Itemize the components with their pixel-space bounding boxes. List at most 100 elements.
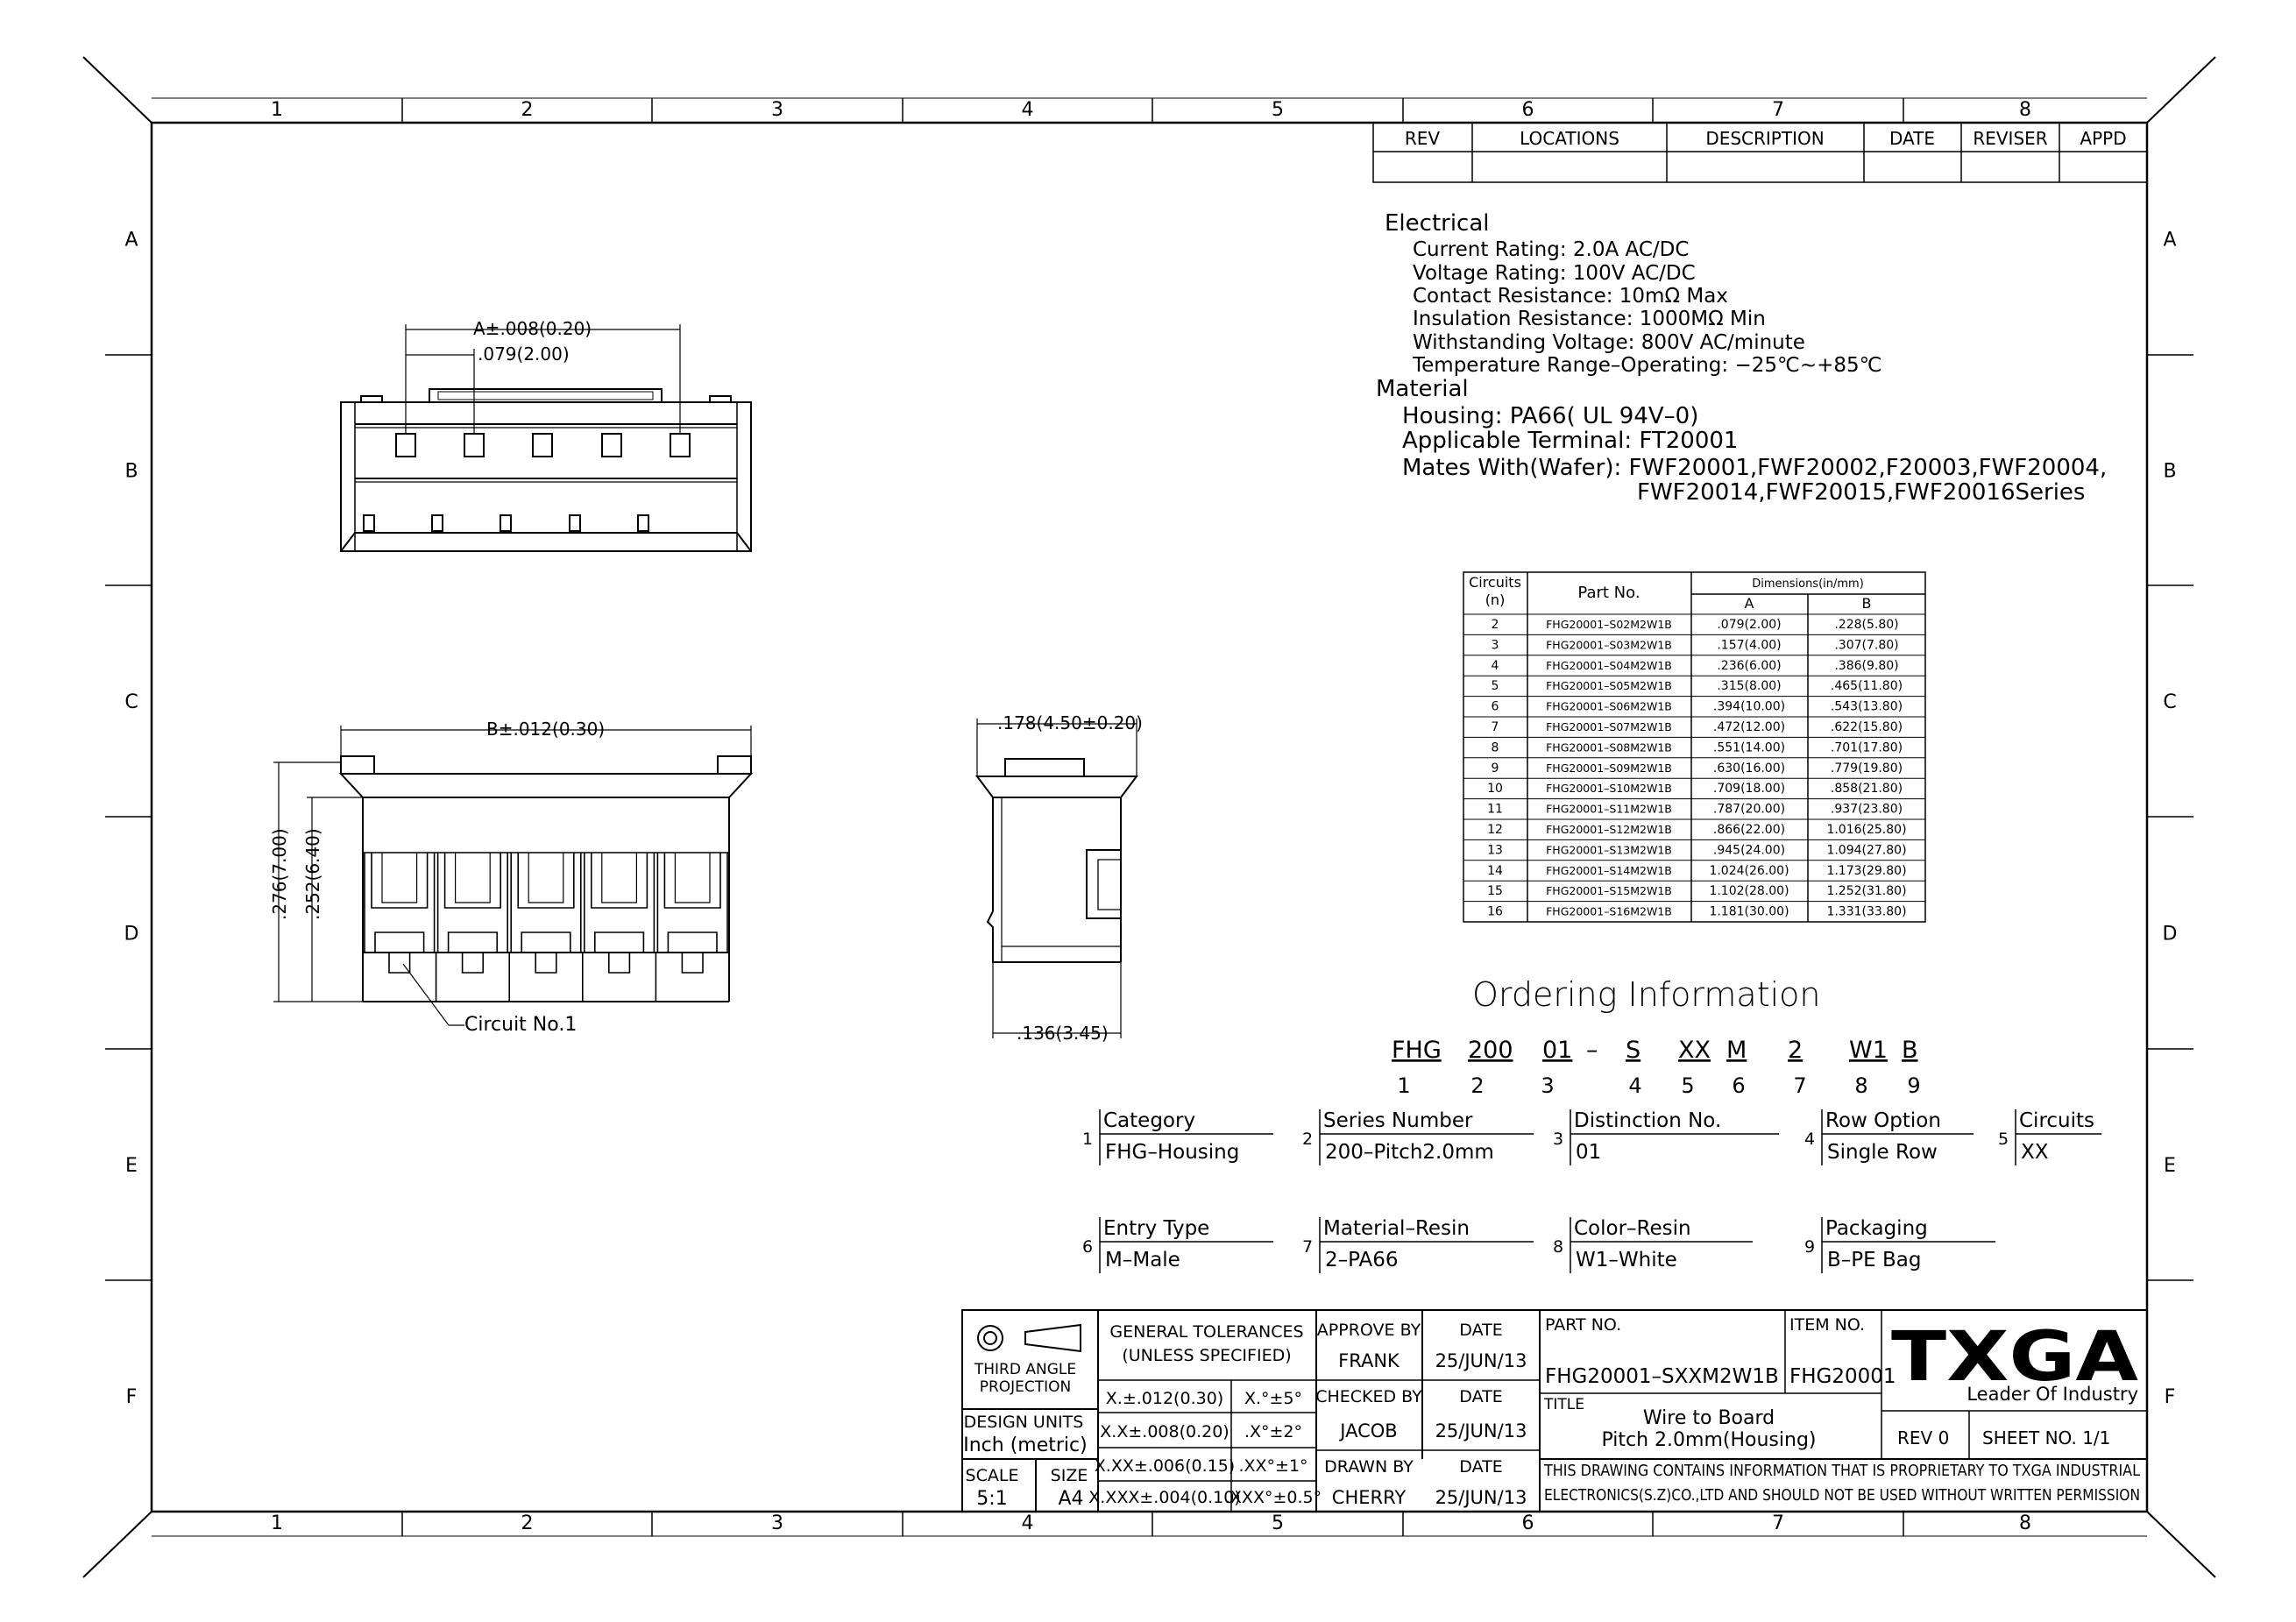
spec-line: Temperature Range–Operating: −25℃~+85℃	[1412, 354, 1881, 377]
order-field-number: 2	[1302, 1130, 1313, 1149]
grid-column-label: 8	[2019, 1512, 2031, 1534]
grid-row-label: C	[124, 691, 138, 713]
sheet-no: SHEET NO. 1/1	[1982, 1427, 2110, 1448]
design-units-value: Inch (metric)	[963, 1434, 1087, 1456]
grid-ticks	[105, 98, 2193, 1536]
dimensions-table: Circuits (n) Part No. Dimensions(in/mm) …	[1463, 571, 1926, 923]
dim-row-part: FHG20001–S03M2W1B	[1546, 638, 1672, 651]
col-part: Part No.	[1577, 584, 1640, 602]
approve-by: FRANK	[1338, 1350, 1400, 1371]
revision-table	[1372, 122, 2148, 183]
drawn-by-label: DRAWN BY	[1324, 1457, 1414, 1477]
order-field-number: 1	[1082, 1130, 1093, 1149]
tolerance-heading-2: (UNLESS SPECIFIED)	[1122, 1346, 1291, 1365]
spec-line: Withstanding Voltage: 800V AC/minute	[1413, 331, 1805, 354]
order-code-index: 3	[1541, 1073, 1554, 1098]
order-code-index: 4	[1628, 1073, 1641, 1098]
dim-row-b: .937(23.80)	[1831, 803, 1903, 817]
dim-row-b: 1.094(27.80)	[1826, 843, 1906, 857]
dim-row-b: .858(21.80)	[1831, 782, 1903, 796]
dim-row-n: 4	[1492, 659, 1499, 673]
scale-value: 5:1	[976, 1488, 1007, 1510]
electrical-heading: Electrical	[1385, 210, 1490, 237]
proprietary-notice: ELECTRONICS(S.Z)CO.,LTD AND SHOULD NOT B…	[1544, 1487, 2140, 1505]
side-view-drawing	[975, 719, 1138, 1038]
title-block-text: THIRD ANGLE PROJECTION DESIGN UNITS Inch…	[963, 1315, 2140, 1510]
grid-column-label: 1	[271, 1512, 283, 1534]
dim-row-part: FHG20001–S10M2W1B	[1546, 782, 1672, 795]
item-no: FHG20001	[1789, 1365, 1896, 1388]
dim-row-part: FHG20001–S12M2W1B	[1546, 823, 1672, 836]
dim-178-label: .178(4.50±0.20)	[997, 712, 1143, 733]
order-field-number: 3	[1553, 1130, 1563, 1149]
grid-column-label: 3	[771, 99, 783, 121]
order-field-number: 4	[1804, 1130, 1815, 1149]
dim-row-n: 7	[1492, 720, 1499, 734]
title-label: TITLE	[1543, 1396, 1584, 1413]
dim-row-n: 3	[1492, 638, 1499, 652]
order-field-label: Series Number	[1323, 1109, 1473, 1132]
dim-row-part: FHG20001–S16M2W1B	[1546, 905, 1672, 918]
dim-row-b: 1.252(31.80)	[1826, 884, 1906, 898]
dim-pitch-label: .079(2.00)	[478, 344, 570, 365]
dim-row-n: 6	[1492, 700, 1499, 714]
grid-column-label: 6	[1522, 1512, 1534, 1534]
tolerance-linear: X.XX±.006(0.15)	[1095, 1456, 1235, 1476]
dim-row-a: .787(20.00)	[1713, 803, 1785, 817]
drawn-by: CHERRY	[1332, 1487, 1407, 1508]
tolerance-heading-1: GENERAL TOLERANCES	[1109, 1322, 1303, 1342]
dim-row-a: .315(8.00)	[1717, 679, 1781, 693]
date-value: 25/JUN/13	[1435, 1420, 1527, 1441]
dim-row-a: .472(12.00)	[1713, 720, 1785, 734]
order-field-label: Packaging	[1825, 1217, 1928, 1240]
dim-row-lines	[1463, 613, 1925, 903]
dim-row-n: 15	[1487, 884, 1503, 898]
order-code-index: 6	[1732, 1073, 1745, 1098]
spec-line: Mates With(Wafer): FWF20001,FWF20002,F20…	[1402, 455, 2107, 481]
dim-row-a: .630(16.00)	[1713, 761, 1785, 776]
spec-line: Insulation Resistance: 1000MΩ Min	[1413, 308, 1766, 330]
item-no-label: ITEM NO.	[1789, 1315, 1865, 1335]
dim-row-b: .307(7.80)	[1834, 638, 1898, 652]
rev-value: REV 0	[1897, 1427, 1949, 1448]
dim-row-part: FHG20001–S05M2W1B	[1546, 679, 1672, 692]
order-code-part: 200	[1468, 1037, 1513, 1064]
grid-row-label: A	[124, 230, 138, 251]
dim-row-a: 1.181(30.00)	[1709, 905, 1789, 919]
size-label: SIZE	[1051, 1466, 1088, 1485]
order-code-part: XX	[1678, 1037, 1711, 1064]
dim-row-a: 1.024(26.00)	[1709, 864, 1789, 878]
design-units-label: DESIGN UNITS	[964, 1413, 1084, 1432]
grid-column-label: 4	[1022, 99, 1034, 121]
order-field-label: Material–Resin	[1323, 1217, 1470, 1240]
order-field-number: 9	[1804, 1237, 1815, 1257]
col-circuits-n: (n)	[1485, 591, 1506, 608]
dim-row-part: FHG20001–S13M2W1B	[1546, 843, 1672, 856]
dim-row-b: 1.016(25.80)	[1826, 823, 1906, 837]
order-field-value: FHG–Housing	[1105, 1141, 1239, 1164]
order-code-index: 2	[1470, 1073, 1484, 1098]
dim-row-n: 12	[1487, 823, 1503, 837]
dim-row-b: .779(19.80)	[1831, 761, 1903, 776]
col-dims: Dimensions(in/mm)	[1752, 577, 1864, 591]
date-header: DATE	[1889, 128, 1935, 149]
dim-252-label: .252(6.40)	[302, 828, 323, 920]
order-code-part: M	[1726, 1037, 1747, 1064]
dim-row-b: .465(11.80)	[1831, 679, 1903, 693]
dim-row-b: 1.173(29.80)	[1826, 864, 1906, 878]
order-code-part: 01	[1542, 1037, 1572, 1064]
order-field-label: Distinction No.	[1574, 1109, 1721, 1132]
grid-row-label: F	[2165, 1386, 2176, 1408]
date-label: DATE	[1459, 1387, 1502, 1406]
grid-row-label: A	[2163, 230, 2176, 251]
dim-row-b: 1.331(33.80)	[1826, 905, 1906, 919]
dim-row-part: FHG20001–S09M2W1B	[1546, 761, 1672, 775]
order-field-value: 200–Pitch2.0mm	[1325, 1141, 1494, 1164]
dim-row-b: .622(15.80)	[1831, 720, 1903, 734]
dim-row-n: 11	[1487, 803, 1503, 817]
grid-row-label: E	[2164, 1155, 2176, 1177]
col-b: B	[1862, 595, 1872, 612]
